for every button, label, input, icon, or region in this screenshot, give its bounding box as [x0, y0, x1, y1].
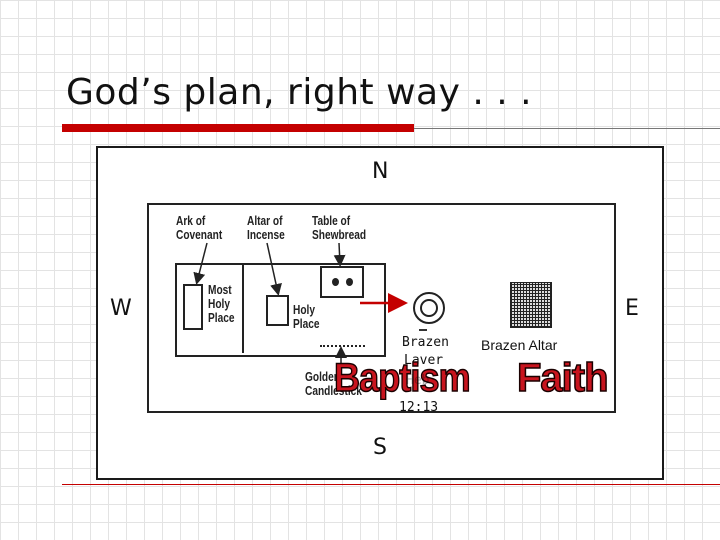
arrow-to-ark	[193, 242, 208, 285]
label-golden-candlestick: Golden Candlestick	[305, 369, 362, 398]
brazen-laver-basin	[420, 299, 438, 317]
label-brazen-laver-line1: Brazen	[402, 335, 449, 350]
label-altar-of-incense: Altar of Incense	[247, 213, 285, 242]
outer-court	[147, 203, 616, 413]
altar-of-incense-shape	[266, 295, 289, 326]
arrow-to-incense-altar	[266, 242, 282, 296]
arrow-to-shewbread	[333, 242, 346, 267]
label-ark-of-covenant: Ark of Covenant	[176, 213, 223, 242]
veil-divider	[242, 265, 244, 353]
tabernacle-tent	[175, 263, 386, 357]
label-table-of-shewbread: Table of Shewbread	[312, 213, 367, 242]
diagram-frame	[96, 146, 664, 480]
compass-west: W	[110, 296, 132, 321]
label-scripture-verse: 12:13	[399, 400, 439, 415]
slide-title: God’s plan, right way . . .	[66, 72, 533, 113]
title-underline-accent	[62, 124, 414, 132]
label-most-holy-place: Most Holy Place	[208, 282, 235, 325]
label-holy-place: Holy Place	[293, 302, 320, 331]
label-scripture-book: Heb	[406, 373, 430, 388]
title-underline-rule	[414, 128, 720, 129]
baptism-overlay-text: Baptism	[333, 355, 471, 401]
pointer-arrows	[193, 242, 408, 370]
table-of-shewbread-shape	[320, 266, 364, 298]
tabernacle-diagram: N S W E Ark of Covenant Altar of Incense…	[96, 146, 664, 480]
ark-of-covenant-shape	[183, 284, 203, 330]
label-brazen-altar: Brazen Altar	[481, 337, 558, 353]
brazen-altar-shape	[510, 282, 552, 328]
compass-east: E	[625, 296, 639, 321]
footer-rule	[62, 484, 720, 485]
compass-south: S	[373, 435, 387, 460]
compass-north: N	[372, 159, 389, 184]
faith-overlay-text: Faith	[516, 355, 609, 401]
brazen-laver-shape	[413, 292, 445, 324]
laver-tick	[419, 329, 427, 331]
label-brazen-laver-line2: Laver	[404, 353, 444, 368]
bread-icon	[345, 278, 353, 286]
bread-icon	[331, 278, 339, 286]
